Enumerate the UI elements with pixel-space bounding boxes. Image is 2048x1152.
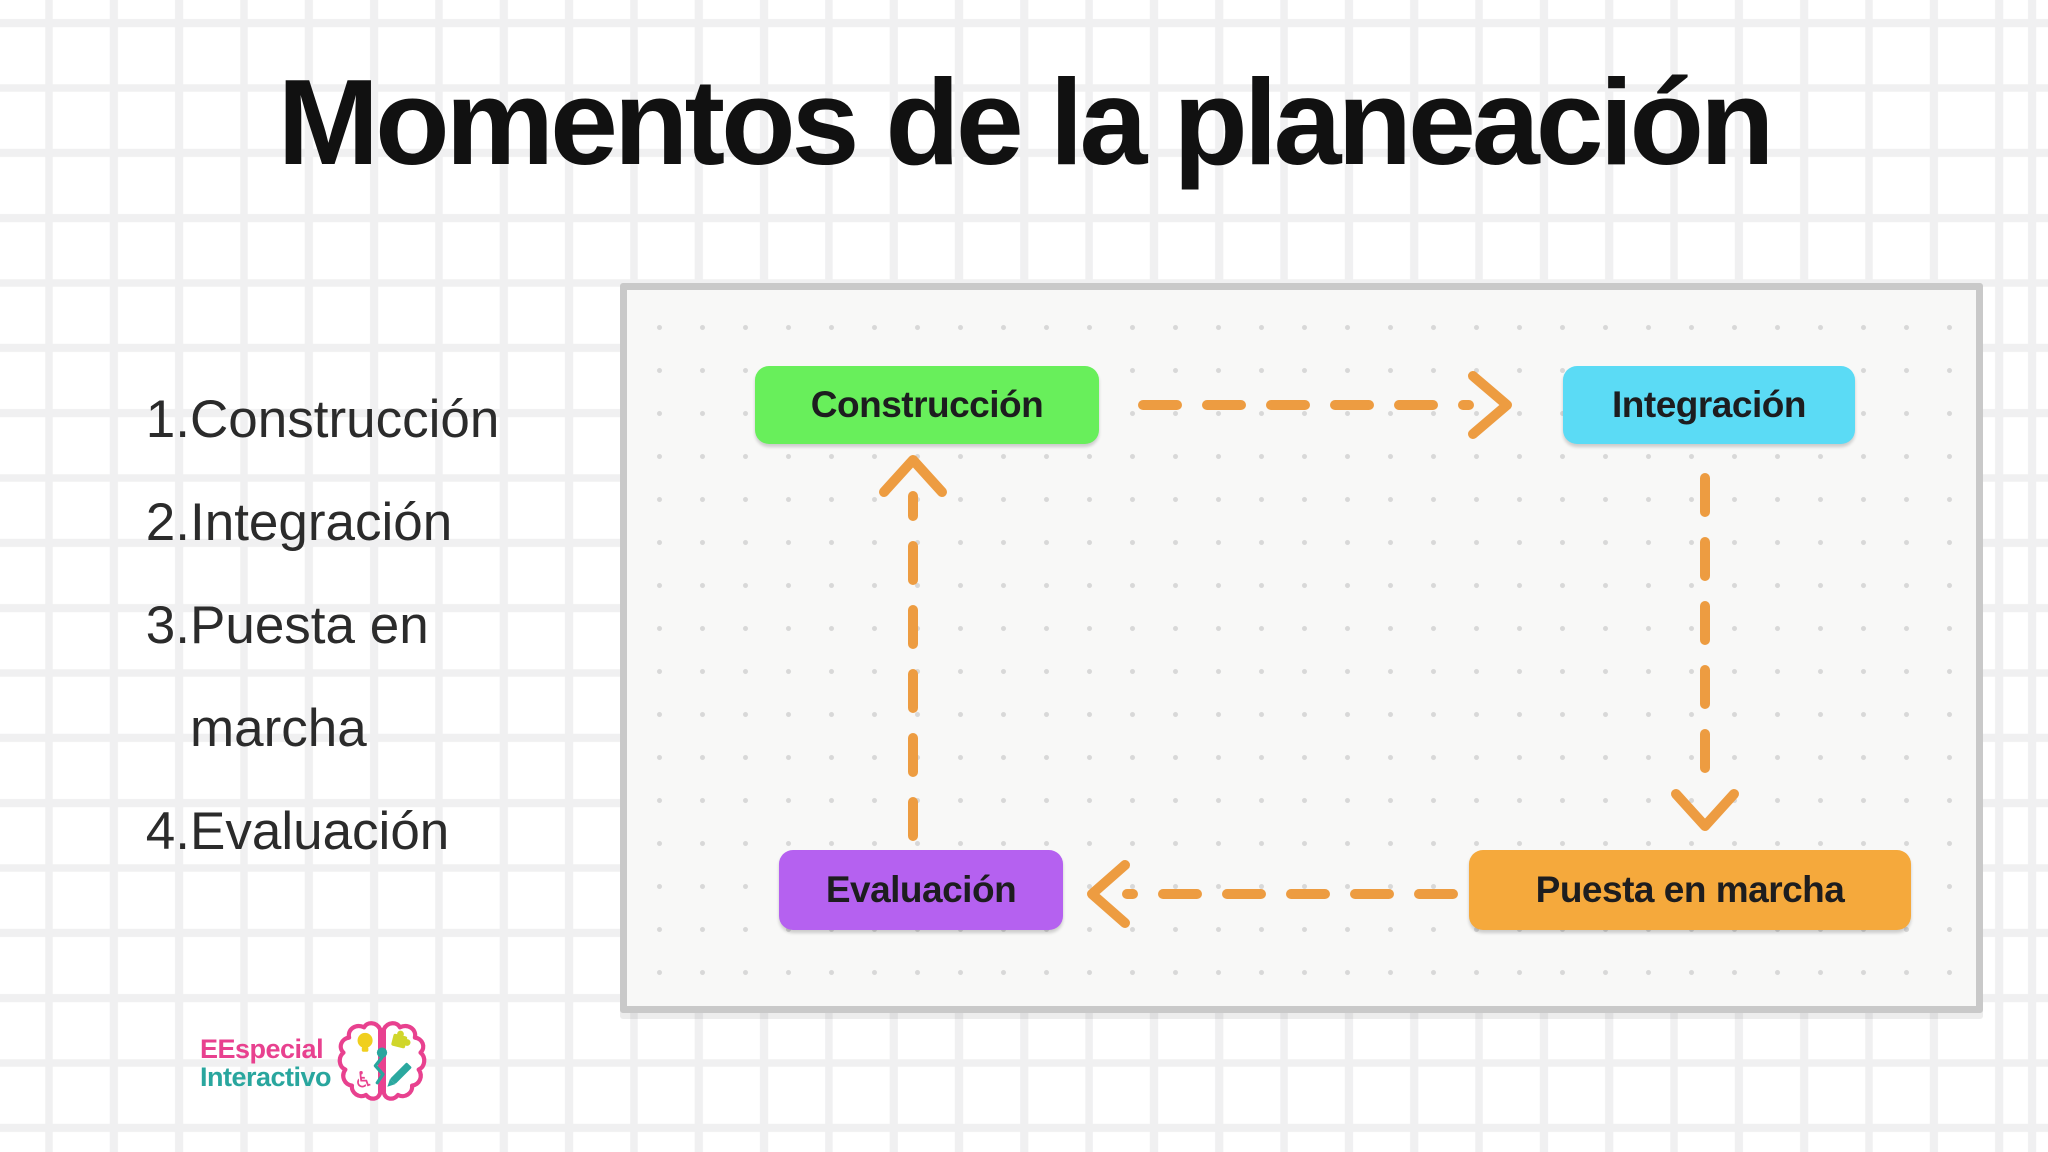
arrow-evaluacion-to-construccion bbox=[879, 455, 947, 841]
list-number: 4. bbox=[145, 802, 190, 861]
flow-arrows bbox=[879, 371, 1739, 928]
brain-logo-icon: ♿ bbox=[337, 1021, 427, 1101]
squiggle-line-icon bbox=[373, 1055, 385, 1085]
node-evaluacion: Evaluación bbox=[779, 850, 1063, 930]
list-item-integracion: 2. Integración bbox=[118, 471, 588, 574]
list-number: 3. bbox=[145, 596, 190, 655]
moments-list: 1. Construcción 2. Integración 3. Puesta… bbox=[118, 368, 588, 883]
list-label: Construcción bbox=[190, 390, 500, 449]
arrow-construccion-to-integracion bbox=[1138, 371, 1512, 439]
diagram-panel: Construcción Integración Puesta en march… bbox=[620, 283, 1983, 1013]
list-number: 1. bbox=[145, 390, 190, 449]
node-integracion: Integración bbox=[1563, 366, 1855, 444]
arrow-integracion-to-puesta bbox=[1671, 473, 1739, 831]
logo-line1: EEspecial bbox=[200, 1034, 324, 1064]
list-label: Evaluación bbox=[190, 802, 450, 861]
list-item-puesta-en-marcha: 3. Puesta en marcha bbox=[118, 574, 588, 780]
node-puesta-en-marcha: Puesta en marcha bbox=[1469, 850, 1911, 930]
node-construccion: Construcción bbox=[755, 366, 1099, 444]
list-item-evaluacion: 4. Evaluación bbox=[118, 780, 588, 883]
list-item-construccion: 1. Construcción bbox=[118, 368, 588, 471]
lightbulb-icon bbox=[357, 1032, 373, 1052]
list-label: Puesta en marcha bbox=[190, 596, 429, 758]
squiggle-dot-icon bbox=[376, 1047, 388, 1058]
logo-line2: Interactivo bbox=[200, 1062, 332, 1092]
logo-text: EEspecial Interactivo bbox=[200, 1034, 332, 1092]
page-title: Momentos de la planeación bbox=[277, 54, 1774, 190]
list-label: Integración bbox=[190, 493, 453, 552]
arrow-puesta-to-evaluacion bbox=[1087, 860, 1458, 928]
wheelchair-icon: ♿ bbox=[354, 1067, 374, 1093]
logo: EEspecial Interactivo ♿ bbox=[200, 1016, 429, 1110]
brain-right-lobe bbox=[381, 1021, 427, 1101]
puzzle-icon bbox=[391, 1030, 411, 1049]
list-number: 2. bbox=[145, 493, 190, 552]
